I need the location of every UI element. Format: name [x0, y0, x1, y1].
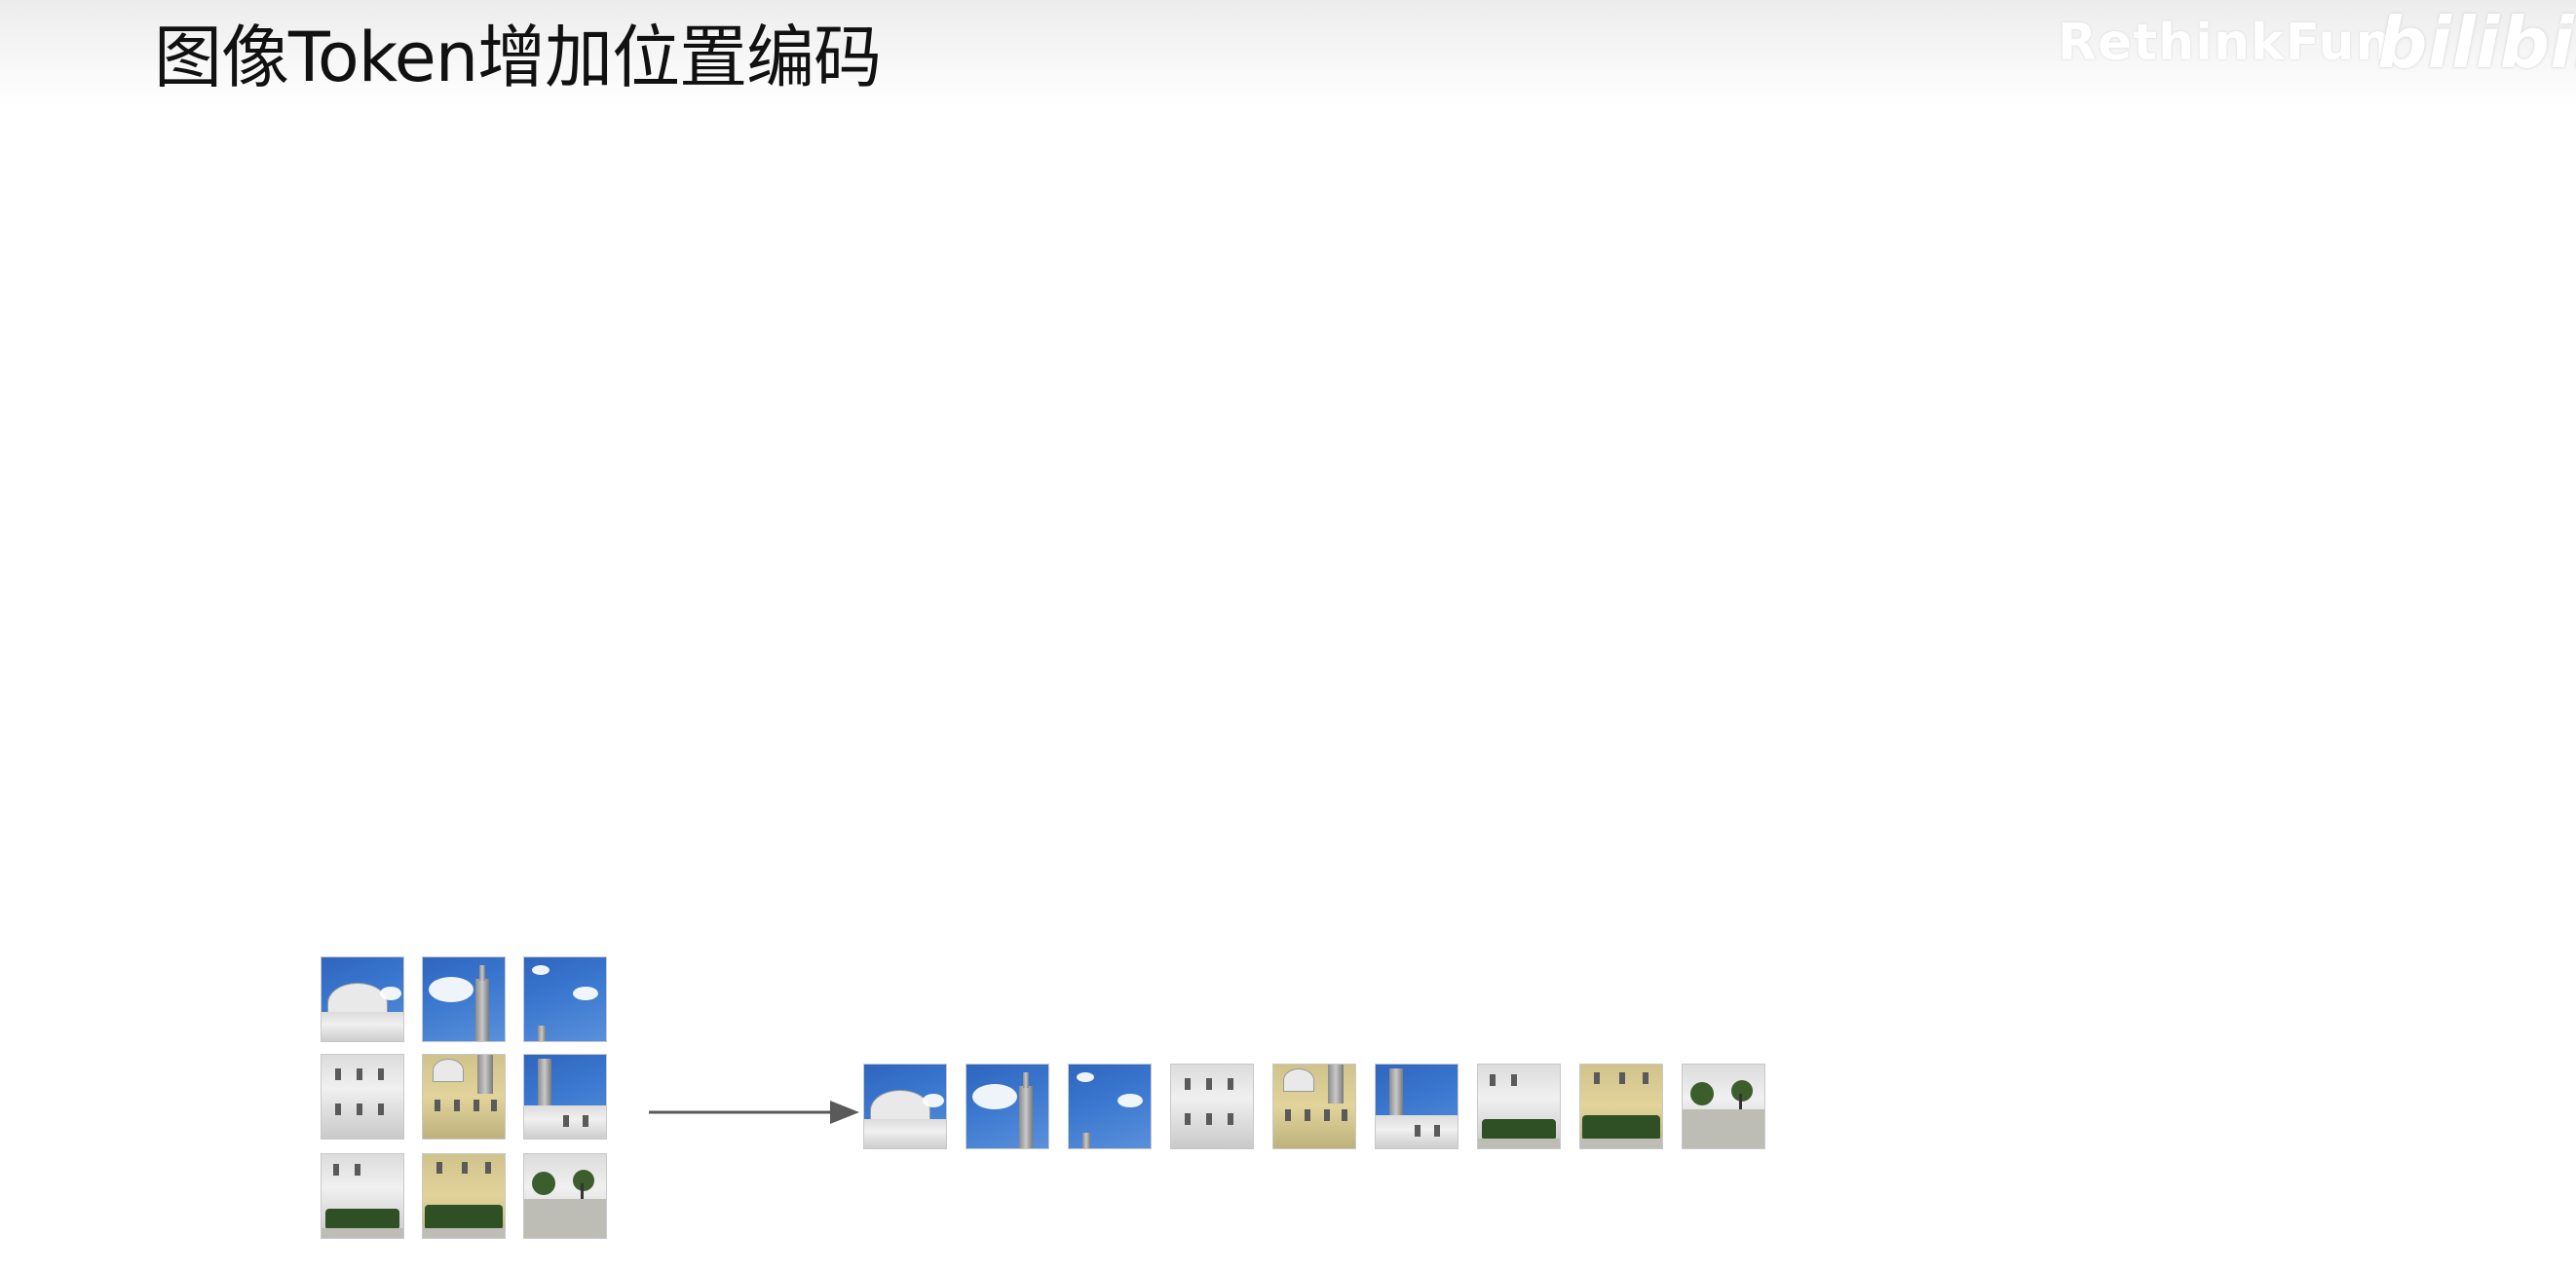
grid-patch-1: [321, 956, 404, 1042]
title-bar: [0, 0, 2576, 107]
grid-patch-3: [523, 956, 607, 1042]
grid-patch-4: [321, 1054, 404, 1140]
grid-patch-6: [523, 1054, 607, 1140]
sequence-patch-3: [1068, 1064, 1152, 1149]
sequence-patch-8: [1579, 1064, 1663, 1149]
sequence-patch-2: [966, 1064, 1049, 1149]
grid-patch-8: [422, 1153, 506, 1239]
bilibili-logo: bilibili: [2377, 2, 2576, 84]
slide-title: 图像Token增加位置编码: [154, 18, 882, 97]
channel-watermark: RethinkFun: [2058, 14, 2393, 72]
sequence-patch-4: [1170, 1064, 1254, 1149]
sequence-patch-9: [1682, 1064, 1765, 1149]
sequence-patch-6: [1375, 1064, 1458, 1149]
grid-patch-5: [422, 1054, 506, 1140]
grid-patch-2: [422, 956, 506, 1042]
grid-patch-9: [523, 1153, 607, 1239]
sequence-patch-5: [1272, 1064, 1356, 1149]
sequence-patch-1: [863, 1064, 947, 1149]
grid-patch-7: [321, 1153, 404, 1239]
arrow-right-icon: [649, 1101, 859, 1124]
sequence-patch-7: [1477, 1064, 1561, 1149]
